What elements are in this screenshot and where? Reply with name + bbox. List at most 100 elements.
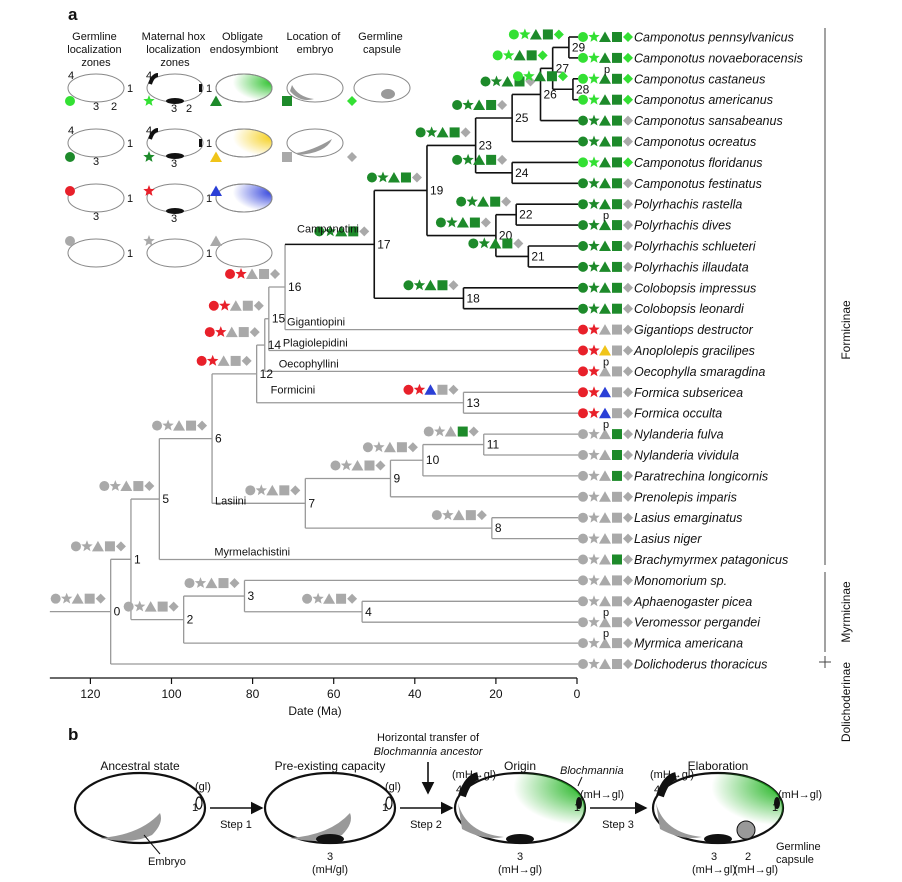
circle-icon <box>578 94 588 105</box>
tribe-label: Oecophyllini <box>279 358 339 370</box>
legend-egg-germline <box>67 73 125 103</box>
embryo-shape <box>290 85 314 100</box>
axis-tick-label: 0 <box>574 687 581 701</box>
square-icon <box>612 345 622 356</box>
square-icon <box>612 136 622 147</box>
node-11-label: 11 <box>487 438 500 452</box>
tribe-label: Gigantiopini <box>287 317 345 329</box>
zone-2-label: 2 <box>186 103 192 115</box>
hox-zone-3-mark <box>166 98 184 104</box>
triangle-icon <box>473 154 486 165</box>
square-icon <box>218 578 229 589</box>
star-icon <box>588 344 600 356</box>
tribe-label: Lasiini <box>215 495 246 507</box>
diamond-icon <box>270 268 281 279</box>
embryo-shape <box>100 813 161 841</box>
stage-title: Elaboration <box>688 759 749 773</box>
zone-4-label: 4 <box>654 784 660 796</box>
circle-icon <box>578 366 588 377</box>
circle-icon <box>403 384 414 395</box>
diamond-icon <box>229 578 240 589</box>
p-marker: p <box>604 64 610 76</box>
diamond-icon <box>623 512 633 523</box>
diamond-icon <box>144 481 155 492</box>
square-icon <box>514 76 525 87</box>
square-icon <box>542 29 553 40</box>
triangle-icon <box>599 386 611 398</box>
tip-traits-18 <box>578 407 633 419</box>
square-icon <box>612 115 622 126</box>
triangle-icon <box>599 554 611 565</box>
square-icon <box>526 50 537 61</box>
legend-triangle-icon <box>210 235 222 246</box>
circle-icon <box>480 76 491 87</box>
mhgl-label: (mH→gl) <box>498 864 542 876</box>
node-0-traits <box>50 592 106 604</box>
square-icon <box>84 593 95 604</box>
tip-traits-11 <box>578 260 633 272</box>
circle-icon <box>578 408 588 419</box>
diamond-icon <box>249 327 260 338</box>
node-10-traits <box>362 441 418 453</box>
triangle-icon <box>599 574 611 586</box>
triangle-icon <box>599 73 611 84</box>
triangle-icon <box>225 326 238 338</box>
square-icon <box>242 300 253 311</box>
triangle-icon <box>599 94 611 105</box>
diamond-icon <box>623 638 633 649</box>
node-15-label: 15 <box>272 312 286 326</box>
circle-icon <box>578 303 588 314</box>
star-icon <box>588 449 600 460</box>
triangle-icon <box>599 595 611 607</box>
subfamily-dolichoderinae: Dolichoderinae <box>839 662 853 742</box>
node-14-traits <box>204 326 260 338</box>
square-icon <box>490 196 501 207</box>
zone-1-label: 1 <box>206 248 212 260</box>
hox-zone-3-mark <box>166 208 184 214</box>
zone-4-label: 4 <box>68 70 74 82</box>
circle-icon <box>578 241 588 251</box>
diamond-icon <box>623 220 633 231</box>
species-label: Camponotus pennsylvanicus <box>634 31 794 45</box>
triangle-icon <box>323 593 336 604</box>
species-label: Polyrhachis schlueteri <box>634 240 757 254</box>
hox-zone-4-mark <box>148 73 159 85</box>
circle-icon <box>468 238 479 249</box>
diamond-icon <box>623 345 633 356</box>
star-icon <box>413 383 426 395</box>
star-icon <box>588 219 600 230</box>
species-label: Camponotus floridanus <box>634 156 763 170</box>
node-12-traits <box>196 354 252 366</box>
species-label: Camponotus americanus <box>634 93 773 107</box>
diamond-icon <box>623 241 633 251</box>
triangle-icon <box>599 198 611 210</box>
zone-3-label: 3 <box>93 211 99 223</box>
star-icon <box>235 268 247 279</box>
node-18-traits <box>403 279 459 291</box>
zone-1-mark <box>385 796 393 810</box>
gl-label: (gl) <box>385 781 401 793</box>
square-icon <box>612 157 622 168</box>
diamond-icon <box>623 32 633 42</box>
diamond-icon <box>623 366 633 377</box>
star-icon <box>413 279 426 291</box>
legend-egg-hox <box>146 238 204 268</box>
square-icon <box>612 387 622 398</box>
triangle-icon <box>71 593 84 604</box>
circle-icon <box>578 575 588 586</box>
zone-1-label: 1 <box>206 83 212 95</box>
circle-icon <box>578 638 588 649</box>
triangle-icon <box>599 407 611 419</box>
node-20-traits <box>435 216 491 228</box>
square-icon <box>612 241 622 251</box>
embryo-label: Embryo <box>148 856 186 868</box>
square-icon <box>612 470 622 481</box>
diamond-icon <box>407 442 418 453</box>
legend-header-hox-zones: Maternal hox localization zones <box>142 31 209 69</box>
square-icon <box>612 94 622 105</box>
circle-icon <box>578 470 588 481</box>
mhgl-label: (mH→gl) <box>580 789 624 801</box>
zone-1-label: 1 <box>127 138 133 150</box>
legend-diamond-icon <box>347 96 357 106</box>
